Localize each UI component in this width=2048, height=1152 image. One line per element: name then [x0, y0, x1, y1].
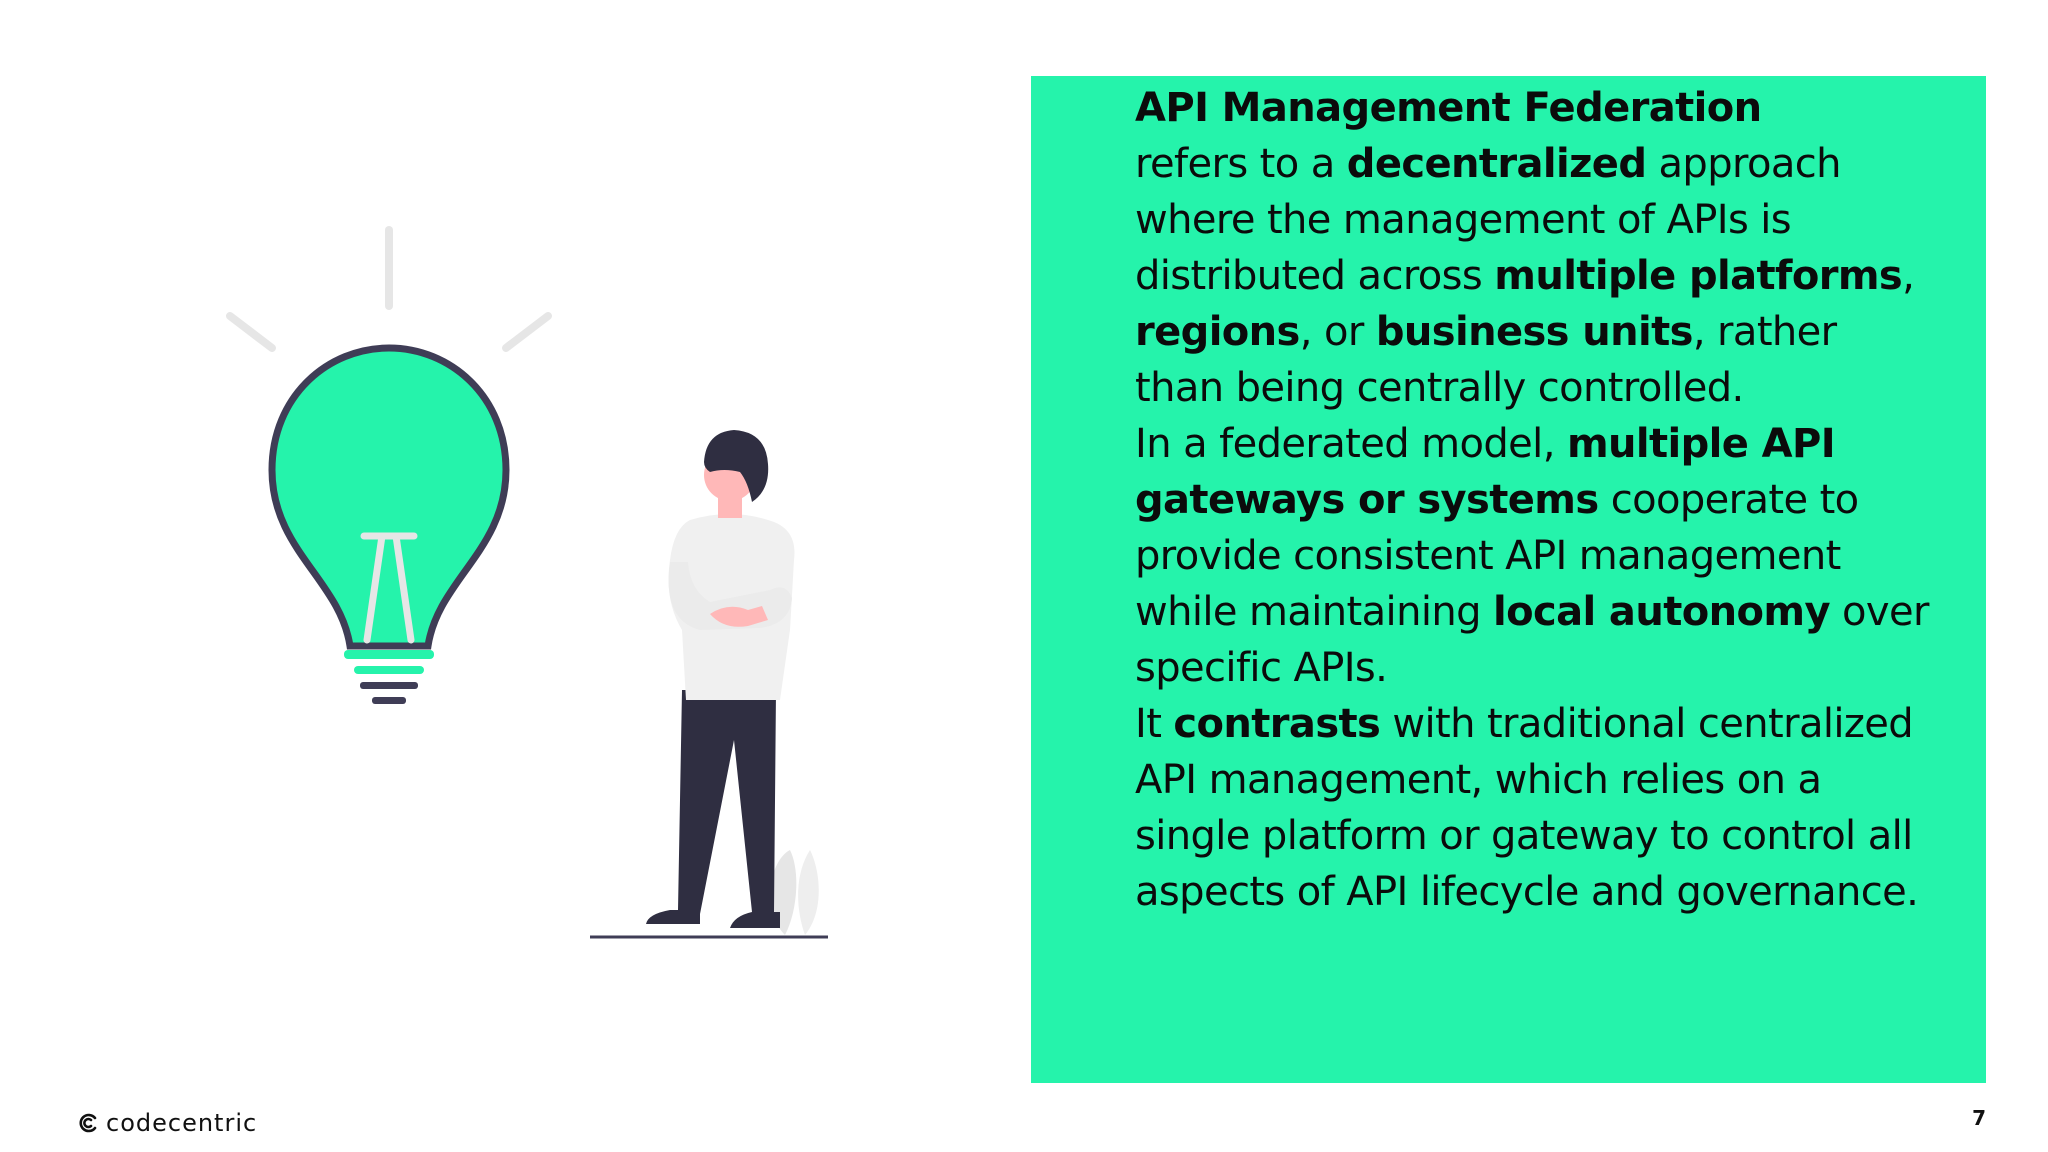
- lightbulb-rays: [226, 226, 552, 352]
- text-span: ,: [1902, 253, 1915, 299]
- text-span: cooperate to provide consistent API mana…: [1135, 477, 1859, 635]
- paragraph-definition: API Management Federation refers to a de…: [1135, 80, 1935, 416]
- brand-name: codecentric: [106, 1109, 258, 1137]
- text-span: approach where the management of APIs is…: [1135, 141, 1841, 299]
- bold-local-autonomy: local autonomy: [1493, 589, 1831, 635]
- idea-illustration: [226, 226, 828, 939]
- bold-multiple-gateways: multiple API gateways or systems: [1135, 421, 1836, 523]
- codecentric-logo-icon: [79, 1113, 97, 1133]
- text-span: It: [1135, 701, 1162, 747]
- definition-panel: API Management Federation refers to a de…: [1031, 76, 1986, 1083]
- text-span: , rather than being centrally controlled…: [1135, 309, 1837, 411]
- person-figure: [590, 430, 828, 939]
- codecentric-logo: codecentric: [76, 1106, 257, 1140]
- bold-decentralized: decentralized: [1346, 141, 1647, 187]
- bold-regions: regions: [1135, 309, 1300, 355]
- bold-contrasts: contrasts: [1173, 701, 1381, 747]
- text-span: with traditional centralized API managem…: [1135, 701, 1919, 915]
- lightbulb-icon: [268, 344, 510, 704]
- bold-business-units: business units: [1375, 309, 1694, 355]
- text-span: , or: [1299, 309, 1365, 355]
- bold-multiple-platforms: multiple platforms: [1494, 253, 1903, 299]
- paragraph-contrast: It contrasts with traditional centralize…: [1135, 696, 1935, 920]
- definition-text: API Management Federation refers to a de…: [1135, 80, 1935, 920]
- page-number: 7: [1972, 1106, 1986, 1130]
- paragraph-federated-model: In a federated model, multiple API gatew…: [1135, 416, 1935, 696]
- term-api-management-federation: API Management Federation: [1135, 85, 1762, 131]
- text-span: over specific APIs.: [1135, 589, 1929, 691]
- text-span: refers to a: [1135, 141, 1335, 187]
- text-span: In a federated model,: [1135, 421, 1555, 467]
